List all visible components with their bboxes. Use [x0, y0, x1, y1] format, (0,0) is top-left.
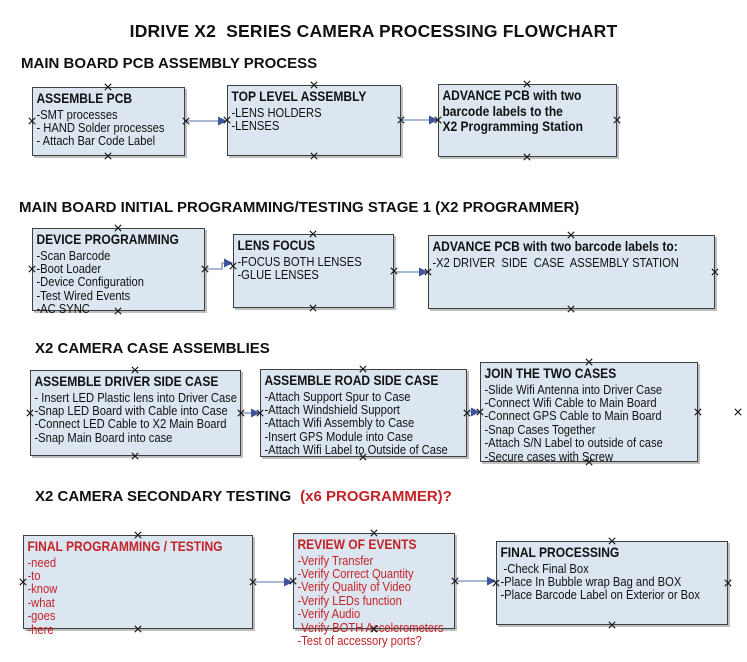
box-item: -Snap Cases Together: [484, 421, 596, 437]
box-item: -LENS HOLDERS: [231, 104, 322, 120]
flow-box-assemble-pcb: ASSEMBLE PCB -SMT processes- HAND Solder…: [32, 87, 185, 156]
flow-box-top-level-assembly: TOP LEVEL ASSEMBLY -LENS HOLDERS-LENSES: [227, 85, 401, 156]
box-item-list: -Verify Transfer-Verify Correct Quantity…: [297, 552, 455, 648]
box-item: -Attach Wifi Label to Outside of Case: [264, 442, 448, 458]
box-title: JOIN THE TWO CASES: [484, 365, 617, 381]
box-item: -Insert GPS Module into Case: [264, 428, 413, 444]
box-title: REVIEW OF EVENTS: [297, 536, 417, 552]
box-item-list: -LENS HOLDERS-LENSES: [231, 104, 401, 133]
box-item-list: -FOCUS BOTH LENSES-GLUE LENSES: [237, 253, 394, 282]
heading-text: X2 CAMERA SECONDARY TESTING: [35, 488, 292, 505]
box-item: -Place In Bubble wrap Bag and BOX: [500, 573, 682, 589]
box-item: -know: [27, 581, 58, 597]
flow-box-assemble-road-side-case: ASSEMBLE ROAD SIDE CASE -Attach Support …: [260, 369, 467, 457]
box-item: -Boot Loader: [36, 260, 102, 276]
box-item-list: -Scan Barcode-Boot Loader-Device Configu…: [36, 247, 205, 317]
box-item: -Verify Audio: [297, 606, 361, 622]
box-item: -SMT processes: [36, 106, 118, 122]
box-title: TOP LEVEL ASSEMBLY: [231, 88, 367, 104]
section-heading-initial-programming: MAIN BOARD INITIAL PROGRAMMING/TESTING S…: [19, 199, 580, 216]
heading-suffix-red: (x6 PROGRAMMER)?: [300, 488, 452, 505]
box-item: -Connect LED Cable to X2 Main Board: [34, 416, 227, 432]
box-item: -Verify LEDs function: [297, 592, 402, 608]
section-heading-secondary-testing: X2 CAMERA SECONDARY TESTING (x6 PROGRAMME…: [35, 488, 452, 505]
flow-box-assemble-driver-side-case: ASSEMBLE DRIVER SIDE CASE - Insert LED P…: [30, 370, 241, 456]
flow-box-advance-pcb-programming-station: ADVANCE PCB with two barcode labels to t…: [438, 84, 617, 157]
section-heading-pcb-assembly: MAIN BOARD PCB ASSEMBLY PROCESS: [21, 55, 318, 72]
box-item-list: -Check Final Box-Place In Bubble wrap Ba…: [500, 560, 727, 603]
box-item: -Device Configuration: [36, 274, 144, 290]
box-item: -GLUE LENSES: [237, 266, 319, 282]
flow-box-join-the-two-cases: JOIN THE TWO CASES -Slide Wifi Antenna i…: [480, 362, 698, 464]
section-heading-case-assemblies: X2 CAMERA CASE ASSEMBLIES: [35, 340, 270, 357]
box-item-list: -Attach Support Spur to Case-Attach Wind…: [264, 388, 467, 458]
box-item: -LENSES: [231, 117, 280, 133]
box-title: FINAL PROCESSING: [500, 544, 620, 560]
box-item: -Snap Main Board into case: [34, 429, 173, 445]
box-title: ASSEMBLE ROAD SIDE CASE: [264, 372, 439, 388]
box-item: -Test Wired Events: [36, 287, 131, 303]
box-item: -FOCUS BOTH LENSES: [237, 253, 362, 269]
box-item: -Connect GPS Cable to Main Board: [484, 408, 662, 424]
box-item-list: -Slide Wifi Antenna into Driver Case-Con…: [484, 381, 698, 464]
box-title: ASSEMBLE PCB: [36, 90, 133, 106]
box-item: -here: [27, 621, 54, 637]
box-item: -Attach Support Spur to Case: [264, 388, 411, 404]
box-title: FINAL PROGRAMMING / TESTING: [27, 538, 223, 554]
box-item: -Verify BOTH Accelerometers: [297, 619, 444, 635]
box-item: -AC SYNC: [36, 301, 90, 317]
box-item: -Scan Barcode: [36, 247, 111, 263]
box-item: -Verify Quality of Video: [297, 579, 411, 595]
box-title: ADVANCE PCB with two barcode labels to:: [432, 238, 678, 254]
box-item: -X2 DRIVER SIDE CASE ASSEMBLY STATION: [432, 254, 679, 270]
box-item-list: -X2 DRIVER SIDE CASE ASSEMBLY STATION: [432, 254, 714, 270]
box-title: ASSEMBLE DRIVER SIDE CASE: [34, 373, 219, 389]
box-item: -Attach Wifi Assembly to Case: [264, 415, 415, 431]
box-item: -Test of accessory ports?: [297, 632, 422, 648]
box-item: -Verify Transfer: [297, 552, 374, 568]
flow-box-lens-focus: LENS FOCUS -FOCUS BOTH LENSES-GLUE LENSE…: [233, 234, 394, 308]
flow-box-advance-pcb-driver-side-station: ADVANCE PCB with two barcode labels to: …: [428, 235, 715, 309]
box-item-list: - Insert LED Plastic lens into Driver Ca…: [34, 389, 241, 445]
box-item: - Insert LED Plastic lens into Driver Ca…: [34, 389, 237, 405]
box-item: -Slide Wifi Antenna into Driver Case: [484, 381, 663, 397]
box-item: -Place Barcode Label on Exterior or Box: [500, 587, 700, 603]
flow-box-review-of-events: REVIEW OF EVENTS -Verify Transfer-Verify…: [293, 533, 455, 647]
box-item: -Attach Windshield Support: [264, 401, 400, 417]
connection-point-icon: [734, 408, 742, 416]
box-title: DEVICE PROGRAMMING: [36, 231, 179, 247]
flow-box-device-programming: DEVICE PROGRAMMING -Scan Barcode-Boot Lo…: [32, 228, 205, 316]
box-item: - HAND Solder processes: [36, 119, 165, 135]
flow-arrow-elbow: [205, 258, 233, 270]
box-item: -Connect Wifi Cable to Main Board: [484, 394, 657, 410]
box-item: -Attach S/N Label to outside of case: [484, 435, 663, 451]
box-item: -need: [27, 554, 57, 570]
box-item: -Snap LED Board with Cable into Case: [34, 402, 228, 418]
box-title: ADVANCE PCB with two barcode labels to t…: [442, 87, 583, 134]
box-item-list: -SMT processes- HAND Solder processes- A…: [36, 106, 185, 149]
box-item-list: -need-to-know-what-goes-here: [27, 554, 252, 637]
box-item: -Verify Correct Quantity: [297, 565, 414, 581]
box-item: -goes: [27, 608, 56, 624]
page-title: IDRIVE X2 SERIES CAMERA PROCESSING FLOWC…: [129, 21, 618, 41]
box-item: -what: [27, 594, 55, 610]
box-item: -Secure cases with Screw: [484, 448, 614, 464]
box-item: -Check Final Box: [500, 560, 589, 576]
box-title: LENS FOCUS: [237, 237, 316, 253]
box-item: - Attach Bar Code Label: [36, 133, 156, 149]
box-item: -to: [27, 567, 41, 583]
flow-box-final-programming-testing: FINAL PROGRAMMING / TESTING -need-to-kno…: [23, 535, 253, 636]
flow-box-final-processing: FINAL PROCESSING -Check Final Box-Place …: [496, 541, 728, 625]
